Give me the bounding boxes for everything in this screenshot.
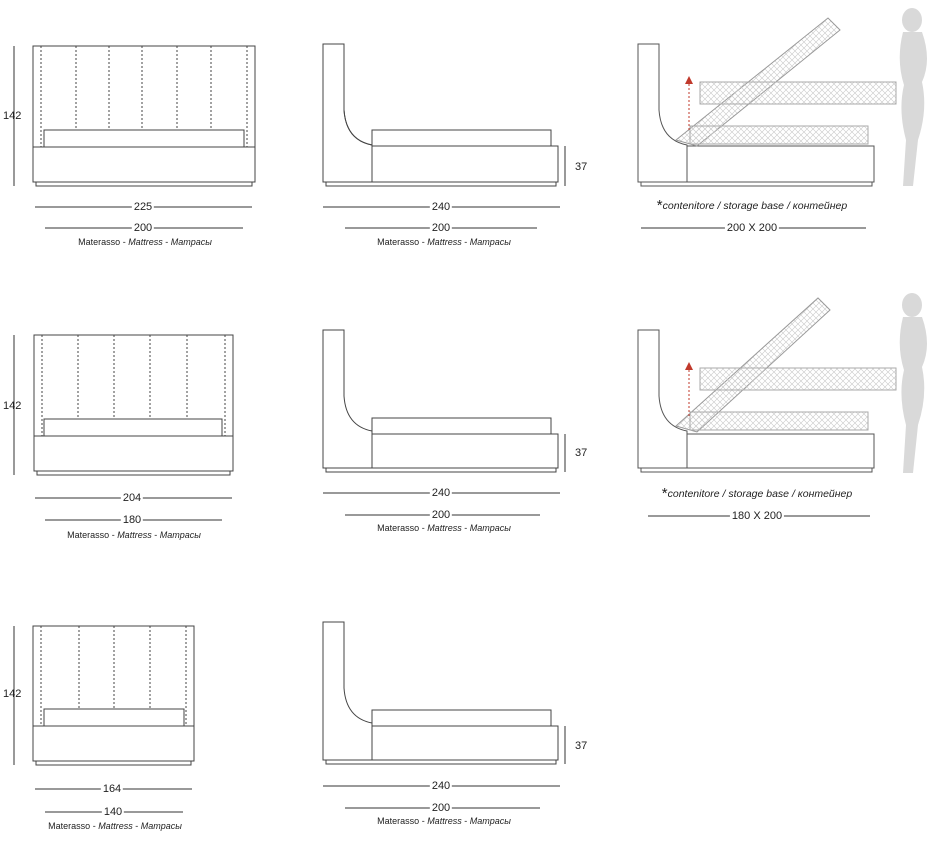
front-view-204 xyxy=(13,334,234,521)
side-length-label: 240 xyxy=(429,201,453,213)
row-3 xyxy=(13,621,566,813)
side-mattress-label: 200 xyxy=(429,509,453,521)
side-length-label: 240 xyxy=(429,487,453,499)
mattress-caption: Materasso - Mattress - Матрасы xyxy=(377,523,511,533)
row-1 xyxy=(13,8,927,229)
storage-view-180x200 xyxy=(637,297,897,517)
front-view-164 xyxy=(13,625,195,813)
side-mattress-label: 200 xyxy=(429,802,453,814)
side-view-240 xyxy=(322,43,566,229)
storage-view-200x200 xyxy=(637,17,897,229)
mattress-caption: Materasso - Mattress - Матрасы xyxy=(67,530,201,540)
mattress-caption: Materasso - Mattress - Матрасы xyxy=(48,821,182,831)
row-2 xyxy=(13,293,927,521)
front-mattress-label: 200 xyxy=(131,222,155,234)
storage-size-label: 180 X 200 xyxy=(729,510,785,522)
human-silhouette-icon xyxy=(899,293,927,473)
front-mattress-label: 180 xyxy=(120,514,144,526)
mattress-caption: Materasso - Mattress - Матрасы xyxy=(377,816,511,826)
mattress-caption: Materasso - Mattress - Матрасы xyxy=(78,237,212,247)
height-label: 142 xyxy=(3,688,22,700)
side-height-label: 37 xyxy=(574,740,589,752)
height-label: 142 xyxy=(3,110,22,122)
storage-caption: *contenitore / storage base / контейнер xyxy=(661,485,853,502)
storage-size-label: 200 X 200 xyxy=(724,222,780,234)
mattress-caption: Materasso - Mattress - Матрасы xyxy=(377,237,511,247)
front-width-label: 164 xyxy=(100,783,124,795)
front-view-225 xyxy=(13,45,256,229)
human-silhouette-icon xyxy=(899,8,927,186)
side-view-240 xyxy=(322,329,566,516)
side-mattress-label: 200 xyxy=(429,222,453,234)
front-width-label: 225 xyxy=(131,201,155,213)
front-mattress-label: 140 xyxy=(101,806,125,818)
storage-caption: *contenitore / storage base / контейнер xyxy=(656,197,848,214)
side-height-label: 37 xyxy=(574,447,589,459)
side-height-label: 37 xyxy=(574,161,589,173)
side-view-240 xyxy=(322,621,566,809)
side-length-label: 240 xyxy=(429,780,453,792)
height-label: 142 xyxy=(3,400,22,412)
front-width-label: 204 xyxy=(120,492,144,504)
